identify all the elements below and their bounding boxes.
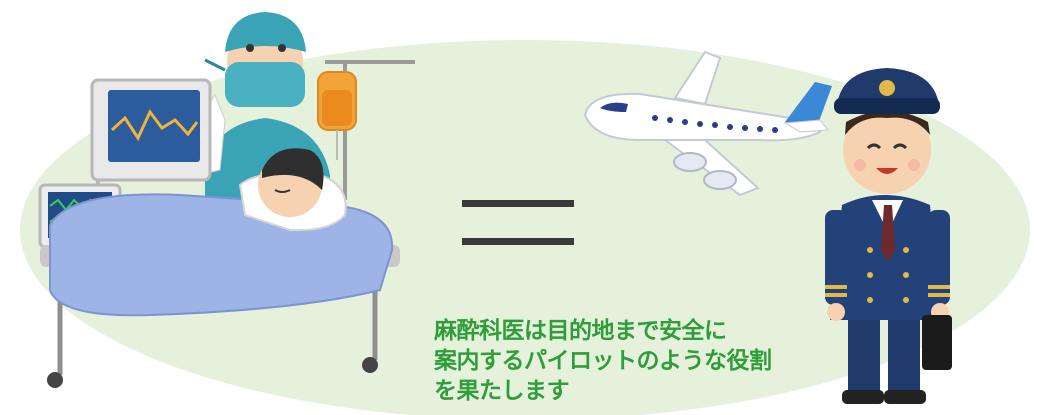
- main-monitor-icon: [90, 78, 212, 200]
- patient-in-bed-illustration: [40, 148, 400, 388]
- pilot-illustration: [825, 68, 952, 404]
- iv-drip-icon: [317, 60, 415, 200]
- caption-line-3: を果たします: [434, 378, 570, 404]
- caption-text: 麻酔科医は目的地まで安全に 案内するパイロットのような役割 を果たします: [434, 316, 854, 406]
- caption-line-1: 麻酔科医は目的地まで安全に: [434, 318, 727, 344]
- airplane-icon: [583, 50, 832, 197]
- caption-line-2: 案内するパイロットのような役割: [434, 348, 772, 374]
- equals-icon: [462, 200, 574, 245]
